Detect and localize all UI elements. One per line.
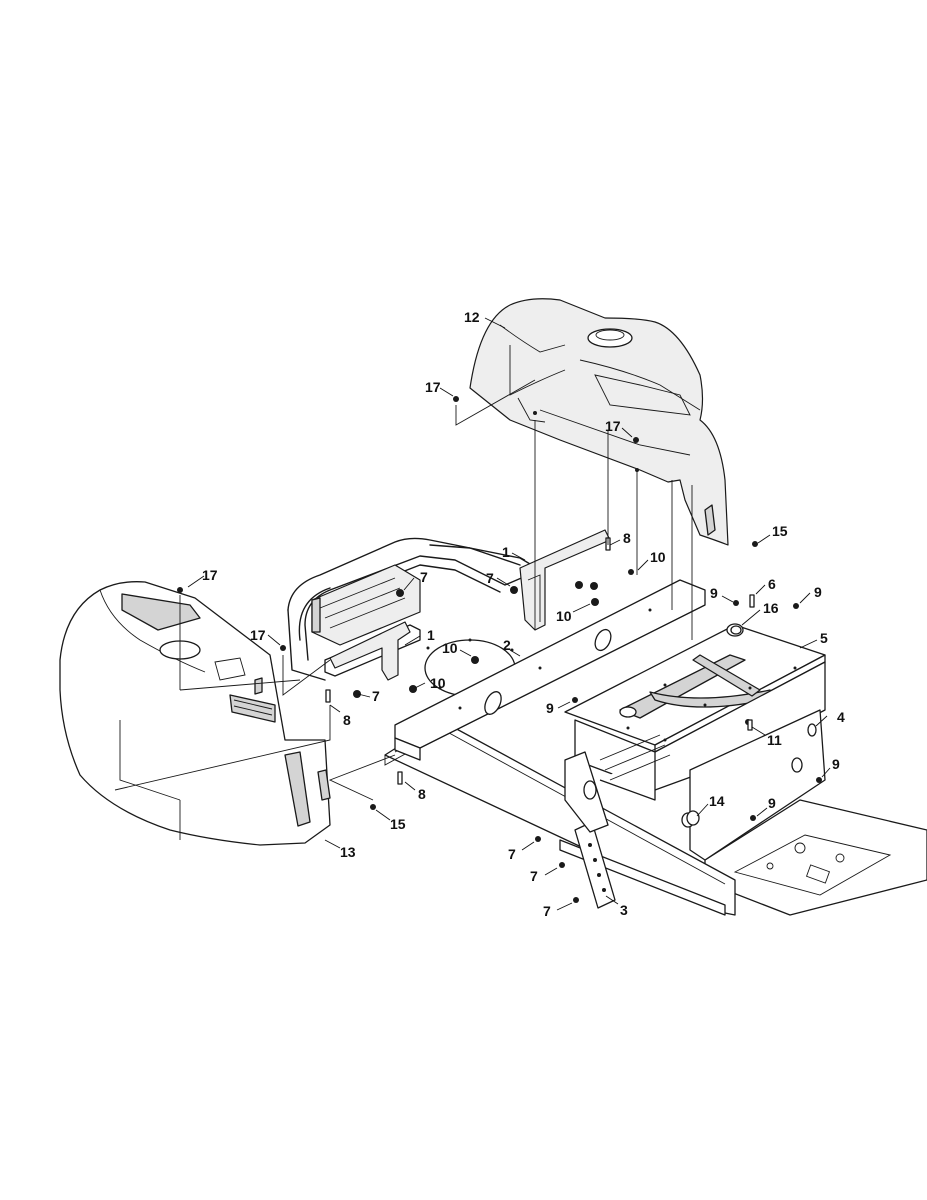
callout-16: 16 [763, 600, 779, 616]
callout-10-a: 10 [650, 549, 666, 565]
callout-9-e: 9 [768, 795, 776, 811]
callout-15-b: 15 [390, 816, 406, 832]
callout-14: 14 [709, 793, 725, 809]
callout-13: 13 [340, 844, 356, 860]
callout-7-e: 7 [530, 868, 538, 884]
rear-fender [469, 298, 729, 546]
callout-11: 11 [767, 732, 782, 748]
callout-5: 5 [820, 630, 828, 646]
callout-9-b: 9 [814, 584, 822, 600]
callout-8-c: 8 [418, 786, 426, 802]
callout-8-a: 8 [623, 530, 631, 546]
callout-9-a: 9 [710, 585, 718, 601]
callout-17-c: 17 [202, 567, 218, 583]
callout-10-b: 10 [556, 608, 572, 624]
callout-15-a: 15 [772, 523, 788, 539]
callout-7-a: 7 [486, 570, 494, 586]
callout-17-b: 17 [605, 418, 621, 434]
front-side-bracket [564, 751, 609, 833]
callout-17-a: 17 [425, 379, 441, 395]
callout-7-b: 7 [420, 569, 428, 585]
upper-deck-plate [564, 623, 826, 753]
engine-mount-block [311, 564, 421, 646]
callout-7-f: 7 [543, 903, 551, 919]
callout-12: 12 [464, 309, 480, 325]
seat-bracket-lower [329, 621, 411, 681]
callout-17-d: 17 [250, 627, 266, 643]
callout-9-d: 9 [832, 756, 840, 772]
callout-10-d: 10 [430, 675, 446, 691]
assembly-guide-lines [114, 379, 693, 801]
callout-3: 3 [620, 902, 628, 918]
callout-10-c: 10 [442, 640, 458, 656]
callout-6: 6 [768, 576, 776, 592]
callout-labels: 12 17 17 15 1 8 10 7 10 9 6 9 16 5 2 17 … [202, 309, 845, 919]
callout-4: 4 [837, 709, 845, 725]
callout-7-d: 7 [508, 846, 516, 862]
front-hood-fender [59, 581, 331, 846]
callout-2: 2 [503, 637, 511, 653]
seat-bracket-upper [519, 529, 611, 631]
callout-1-a: 1 [502, 544, 510, 560]
front-vent-grid [599, 734, 671, 781]
callout-8-b: 8 [343, 712, 351, 728]
fasteners [177, 396, 822, 903]
callout-9-c: 9 [546, 700, 554, 716]
callout-1-b: 1 [427, 627, 435, 643]
callout-leaders [187, 317, 831, 911]
callout-7-c: 7 [372, 688, 380, 704]
